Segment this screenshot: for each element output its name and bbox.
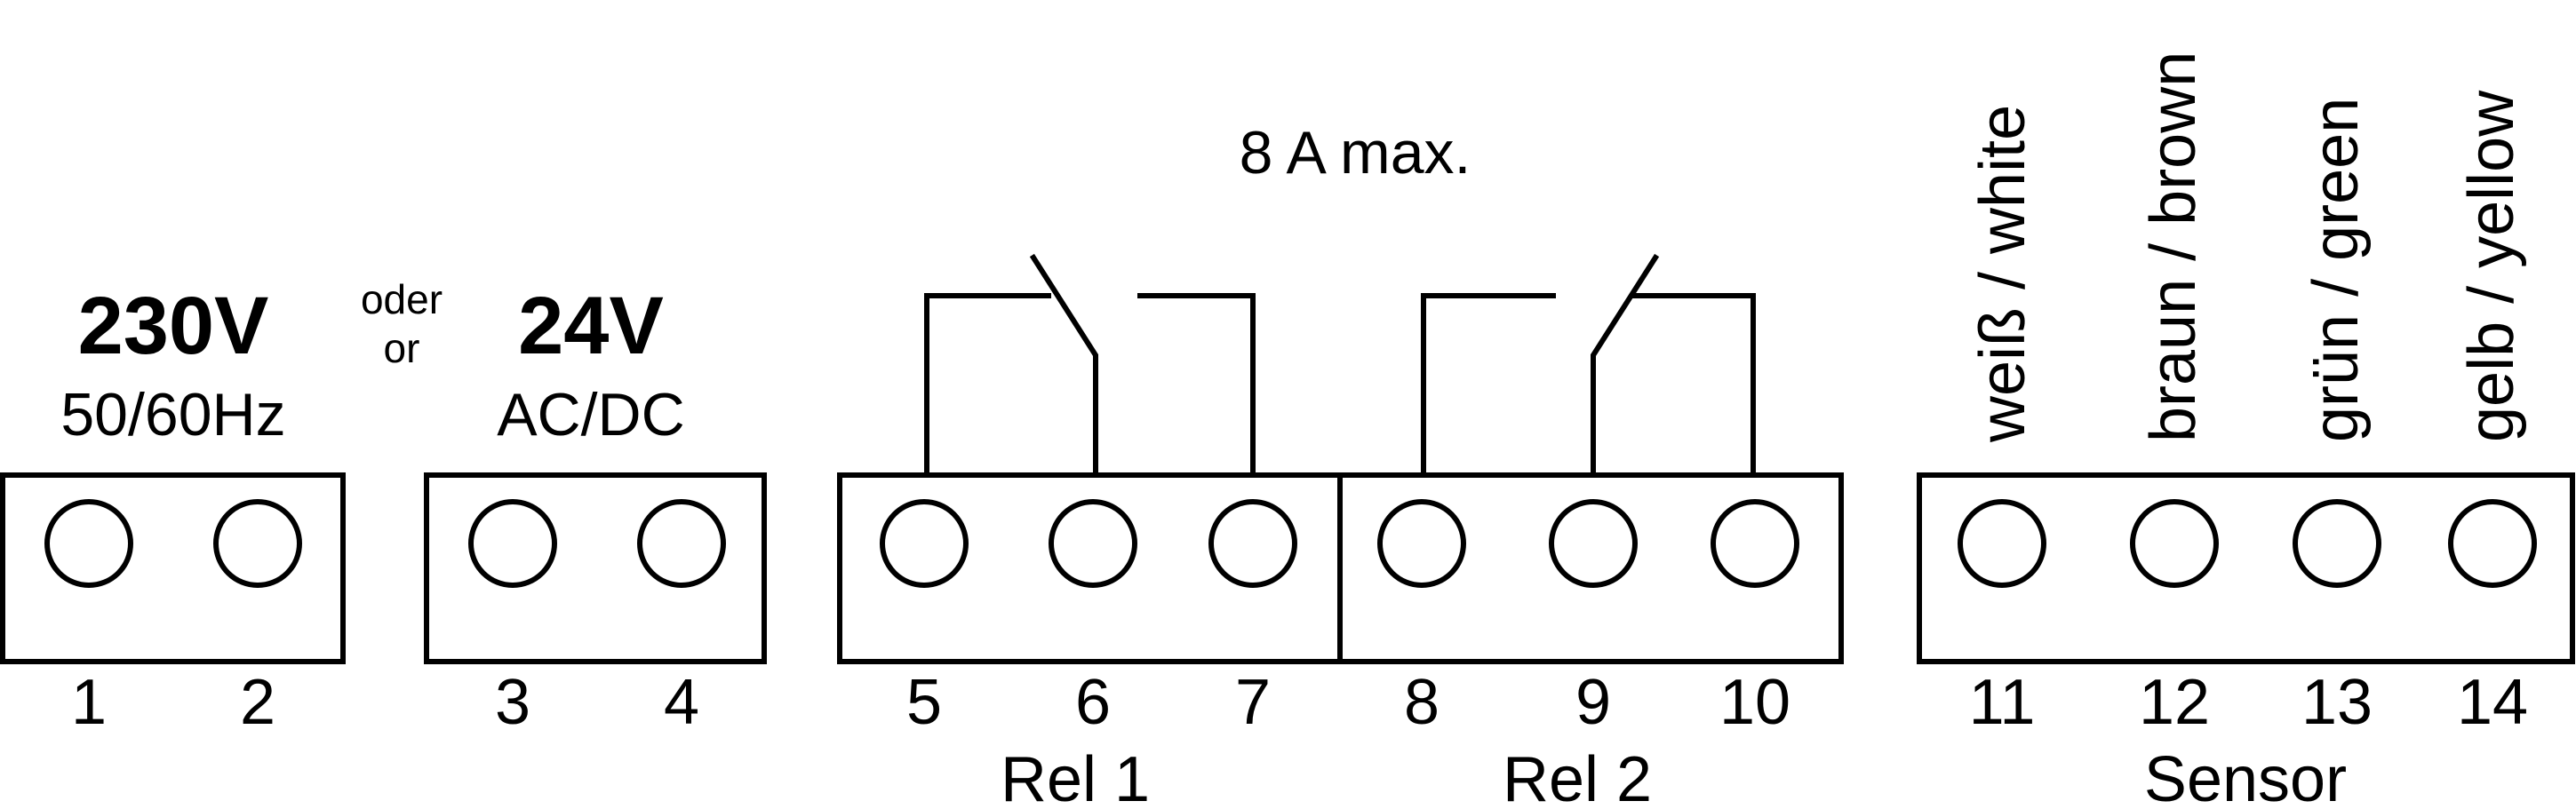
wire-label-11: weiß / white [1967, 105, 2038, 443]
supply-24v-label: 24V [518, 281, 664, 371]
relay-2-contact [1421, 253, 1756, 478]
terminal-screw-5 [880, 499, 969, 588]
terminal-number-4: 4 [664, 667, 699, 738]
terminal-screw-13 [2293, 499, 2381, 588]
terminal-block-sensor [1917, 472, 2575, 664]
supply-230v-freq-label: 50/60Hz [60, 381, 285, 448]
terminal-screw-7 [1208, 499, 1297, 588]
relay-1-contact [924, 253, 1256, 478]
terminal-screw-14 [2448, 499, 2537, 588]
terminal-screw-3 [468, 499, 557, 588]
supply-230v-label: 230V [78, 281, 269, 371]
terminal-screw-9 [1549, 499, 1638, 588]
terminal-number-7: 7 [1235, 667, 1271, 738]
terminal-number-3: 3 [495, 667, 530, 738]
terminal-screw-1 [44, 499, 133, 588]
terminal-number-11: 11 [1969, 667, 2036, 738]
terminal-number-1: 1 [71, 667, 107, 738]
terminal-number-14: 14 [2457, 667, 2528, 738]
max-current-label: 8 A max. [1240, 119, 1471, 186]
terminal-screw-6 [1049, 499, 1137, 588]
terminal-block-230v [0, 472, 346, 664]
terminal-number-13: 13 [2301, 667, 2373, 738]
terminal-block-24v [424, 472, 767, 664]
terminal-screw-12 [2130, 499, 2219, 588]
wire-label-12: braun / brown [2138, 52, 2209, 442]
group-label-rel2: Rel 2 [1503, 744, 1652, 809]
terminal-screw-10 [1711, 499, 1799, 588]
terminal-number-6: 6 [1075, 667, 1111, 738]
supply-24v-type-label: AC/DC [497, 381, 685, 448]
terminal-screw-11 [1958, 499, 2046, 588]
oder-label: oder [361, 276, 443, 322]
terminal-screw-2 [213, 499, 302, 588]
wire-label-14: gelb / yellow [2456, 90, 2527, 442]
group-label-sensor: Sensor [2144, 744, 2347, 809]
terminal-number-9: 9 [1575, 667, 1611, 738]
group-label-rel1: Rel 1 [1001, 744, 1150, 809]
terminal-number-5: 5 [906, 667, 942, 738]
terminal-number-12: 12 [2139, 667, 2210, 738]
terminal-number-2: 2 [240, 667, 275, 738]
terminal-number-8: 8 [1404, 667, 1440, 738]
terminal-number-10: 10 [1719, 667, 1790, 738]
or-label: or [384, 325, 420, 371]
wire-label-13: grün / green [2301, 98, 2372, 442]
terminal-screw-4 [637, 499, 726, 588]
terminal-screw-8 [1377, 499, 1466, 588]
